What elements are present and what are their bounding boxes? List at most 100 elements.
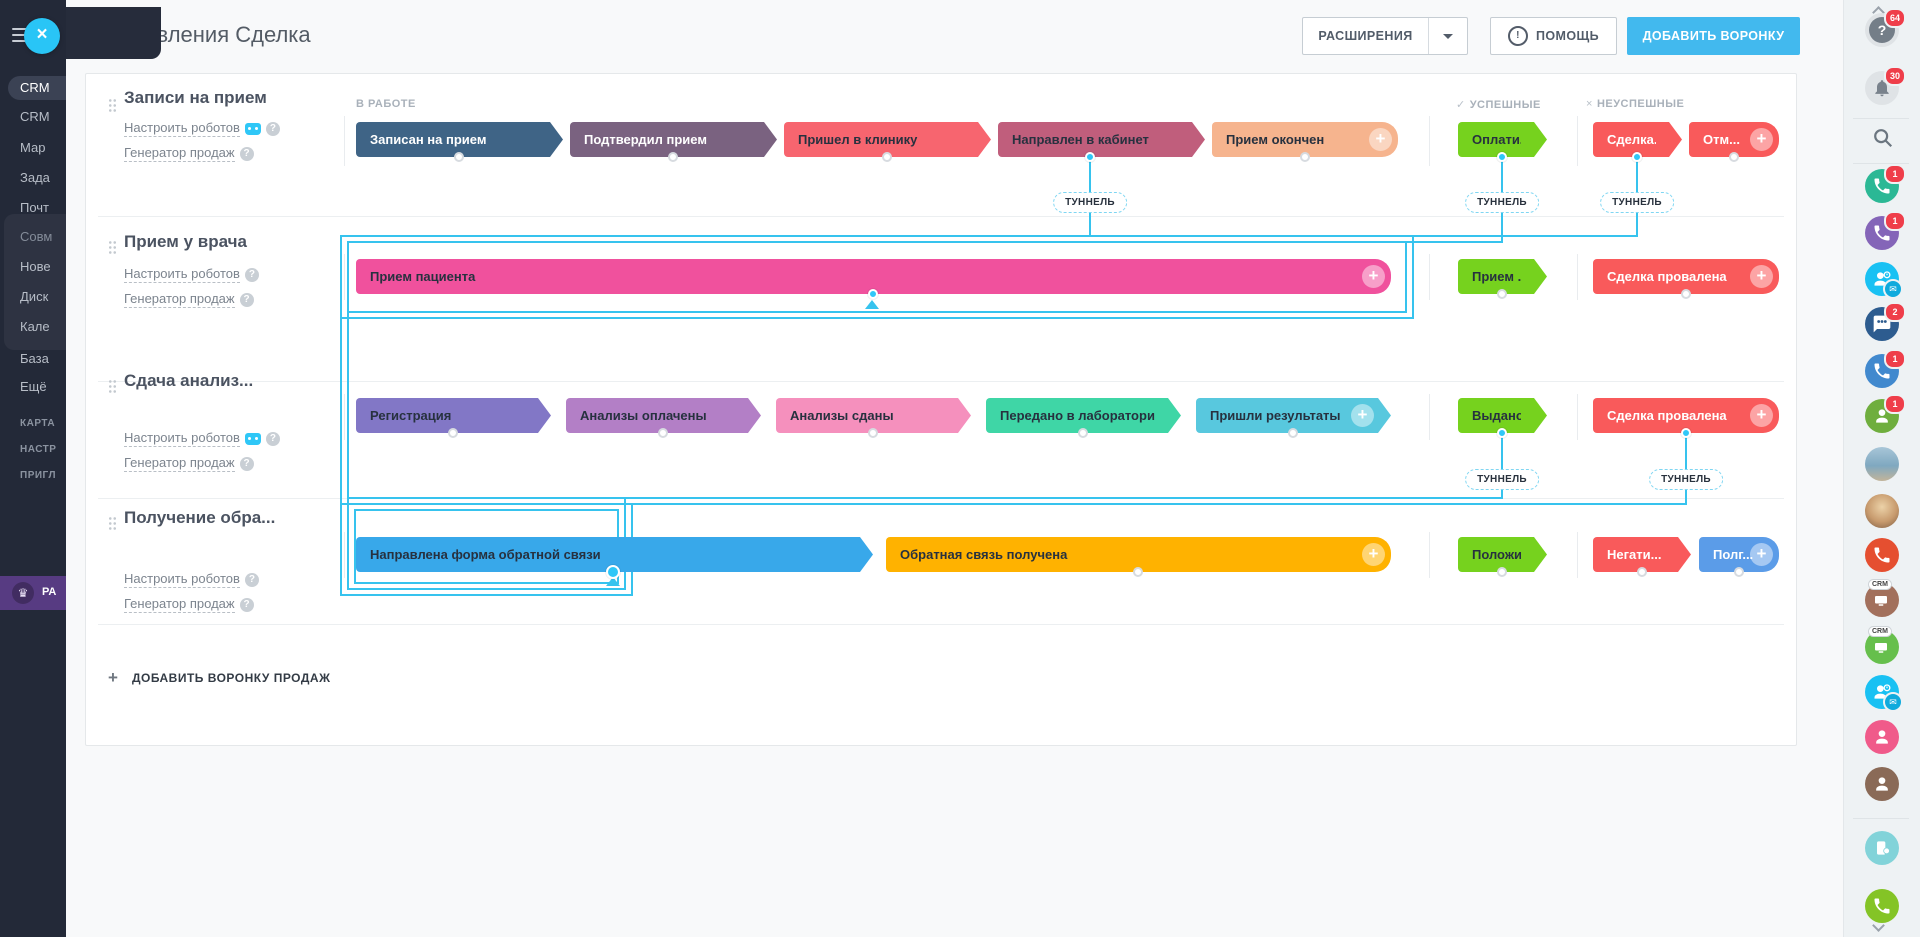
menu-burger-icon[interactable]: [12, 28, 32, 42]
robots-link[interactable]: Настроить роботов ?: [124, 266, 259, 283]
search-icon[interactable]: [1865, 120, 1899, 154]
stage-success[interactable]: Выдано...: [1458, 398, 1547, 433]
help-question-icon[interactable]: ?: [239, 456, 254, 471]
sidebar-item-more[interactable]: Ещё: [20, 379, 47, 394]
help-question-icon[interactable]: ?: [239, 146, 254, 161]
stage[interactable]: Регистрация: [356, 398, 551, 433]
extensions-dropdown-button[interactable]: [1428, 18, 1467, 54]
help-icon[interactable]: ? 64: [1865, 8, 1906, 47]
person-channel-icon[interactable]: [1865, 720, 1899, 754]
help-button[interactable]: ! ПОМОЩЬ: [1490, 17, 1617, 55]
add-stage-icon[interactable]: +: [1750, 265, 1773, 288]
open-line-icon[interactable]: ✉: [1865, 675, 1903, 712]
generator-link[interactable]: Генератор продаж ?: [124, 291, 254, 308]
stage-connector-dot[interactable]: [1078, 428, 1088, 438]
stage[interactable]: Записан на прием: [356, 122, 563, 157]
add-stage-icon[interactable]: +: [1750, 404, 1773, 427]
tunnel-source-dot[interactable]: [1497, 152, 1507, 162]
phone-channel-icon[interactable]: 1: [1865, 211, 1906, 250]
add-stage-icon[interactable]: +: [1362, 265, 1385, 288]
person-channel-icon[interactable]: 1: [1865, 394, 1906, 433]
help-question-icon[interactable]: ?: [244, 572, 259, 587]
sidebar-item-news[interactable]: Нове: [20, 259, 51, 274]
stage-connector-dot[interactable]: [882, 152, 892, 162]
phone-channel-icon[interactable]: [1865, 538, 1899, 572]
stage[interactable]: Обратная связь получена+: [886, 537, 1391, 572]
pipeline-title[interactable]: Записи на прием: [124, 88, 267, 107]
sidebar-item-drive[interactable]: Диск: [20, 289, 49, 304]
stage-fail[interactable]: Сделка провалена+: [1593, 398, 1779, 433]
stage[interactable]: Подтвердил прием: [570, 122, 777, 157]
stage-fail[interactable]: Сделка провалена+: [1593, 259, 1779, 294]
generator-link[interactable]: Генератор продаж ?: [124, 455, 254, 472]
stage[interactable]: Пришел в клинику: [784, 122, 991, 157]
stage[interactable]: Направлен в кабинет: [998, 122, 1205, 157]
stage[interactable]: Пришли результаты+: [1196, 398, 1391, 433]
stage[interactable]: Анализы сданы: [776, 398, 971, 433]
help-question-icon[interactable]: ?: [244, 267, 259, 282]
stage[interactable]: Прием окончен+: [1212, 122, 1398, 157]
pipeline-title[interactable]: Сдача анализ...: [124, 371, 254, 390]
stage-fail[interactable]: Полг...+: [1699, 537, 1779, 572]
scroll-down-icon[interactable]: [1874, 922, 1884, 932]
sidebar-item-collab[interactable]: Совм: [20, 229, 53, 244]
tunnel-source-dot[interactable]: [1632, 152, 1642, 162]
extensions-button[interactable]: РАСШИРЕНИЯ: [1302, 17, 1468, 55]
add-stage-icon[interactable]: +: [1362, 543, 1385, 566]
stage-connector-dot[interactable]: [1637, 567, 1647, 577]
pipeline-drag-handle[interactable]: [108, 379, 117, 394]
tunnel-badge[interactable]: ТУННЕЛЬ: [1465, 469, 1539, 490]
pipeline-title[interactable]: Прием у врача: [124, 232, 247, 251]
stage[interactable]: Анализы оплачены: [566, 398, 761, 433]
avatar[interactable]: [1865, 447, 1899, 481]
add-stage-icon[interactable]: +: [1750, 128, 1773, 151]
sidebar-item-calendar[interactable]: Кале: [20, 319, 50, 334]
sidebar-item-crm-active[interactable]: CRM: [8, 76, 66, 100]
tunnel-badge[interactable]: ТУННЕЛЬ: [1649, 469, 1723, 490]
sidebar-item-invite[interactable]: ПРИГЛ: [20, 470, 56, 481]
phone-channel-icon[interactable]: [1865, 889, 1899, 923]
stage-connector-dot[interactable]: [448, 428, 458, 438]
add-funnel-button[interactable]: ДОБАВИТЬ ВОРОНКУ: [1627, 17, 1800, 55]
stage[interactable]: Прием пациента+: [356, 259, 1391, 294]
stage-fail[interactable]: Отм...+: [1689, 122, 1779, 157]
tunnel-target-dot[interactable]: [606, 565, 620, 579]
sidebar-item-crm[interactable]: CRM: [20, 109, 50, 124]
close-slider-button[interactable]: ×: [24, 18, 60, 54]
add-stage-icon[interactable]: +: [1351, 404, 1374, 427]
stage-connector-dot[interactable]: [1734, 567, 1744, 577]
sidebar-item-tasks[interactable]: Зада: [20, 170, 50, 185]
generator-link[interactable]: Генератор продаж ?: [124, 145, 254, 162]
stage-fail[interactable]: Негати...: [1593, 537, 1691, 572]
pipeline-drag-handle[interactable]: [108, 240, 117, 255]
pipeline-drag-handle[interactable]: [108, 98, 117, 113]
stage-success[interactable]: Прием ...: [1458, 259, 1547, 294]
stage-connector-dot[interactable]: [668, 152, 678, 162]
pipeline-drag-handle[interactable]: [108, 516, 117, 531]
bell-icon[interactable]: 30: [1865, 66, 1906, 105]
tunnel-source-dot[interactable]: [1497, 428, 1507, 438]
phone-channel-icon[interactable]: 1: [1865, 349, 1906, 388]
add-stage-icon[interactable]: +: [1369, 128, 1392, 151]
sidebar-item-mail[interactable]: Почт: [20, 200, 50, 215]
tunnel-source-dot[interactable]: [1681, 428, 1691, 438]
phone-channel-icon[interactable]: 1: [1865, 164, 1906, 203]
help-question-icon[interactable]: ?: [239, 292, 254, 307]
sidebar-item-settings[interactable]: НАСТР: [20, 444, 57, 455]
open-line-icon[interactable]: ✉: [1865, 262, 1903, 299]
add-sales-funnel-button[interactable]: + ДОБАВИТЬ ВОРОНКУ ПРОДАЖ: [108, 668, 331, 687]
stage-success[interactable]: Положи...: [1458, 537, 1547, 572]
sidebar-item-marketing[interactable]: Мар: [20, 140, 46, 155]
group-chat-icon[interactable]: 2: [1865, 302, 1906, 341]
stage-fail[interactable]: Сделка...: [1593, 122, 1682, 157]
tunnel-badge[interactable]: ТУННЕЛЬ: [1465, 192, 1539, 213]
stage[interactable]: Передано в лабораторию: [986, 398, 1181, 433]
tunnel-target-dot[interactable]: [868, 289, 878, 299]
stage-connector-dot[interactable]: [1300, 152, 1310, 162]
sidebar-upgrade-item[interactable]: ♛ РА: [0, 576, 66, 610]
generator-link[interactable]: Генератор продаж ?: [124, 596, 254, 613]
stage-success[interactable]: Оплати...: [1458, 122, 1547, 157]
crm-terminal-icon[interactable]: CRM: [1865, 626, 1899, 664]
stage-connector-dot[interactable]: [1681, 289, 1691, 299]
person-channel-icon[interactable]: [1865, 767, 1899, 801]
